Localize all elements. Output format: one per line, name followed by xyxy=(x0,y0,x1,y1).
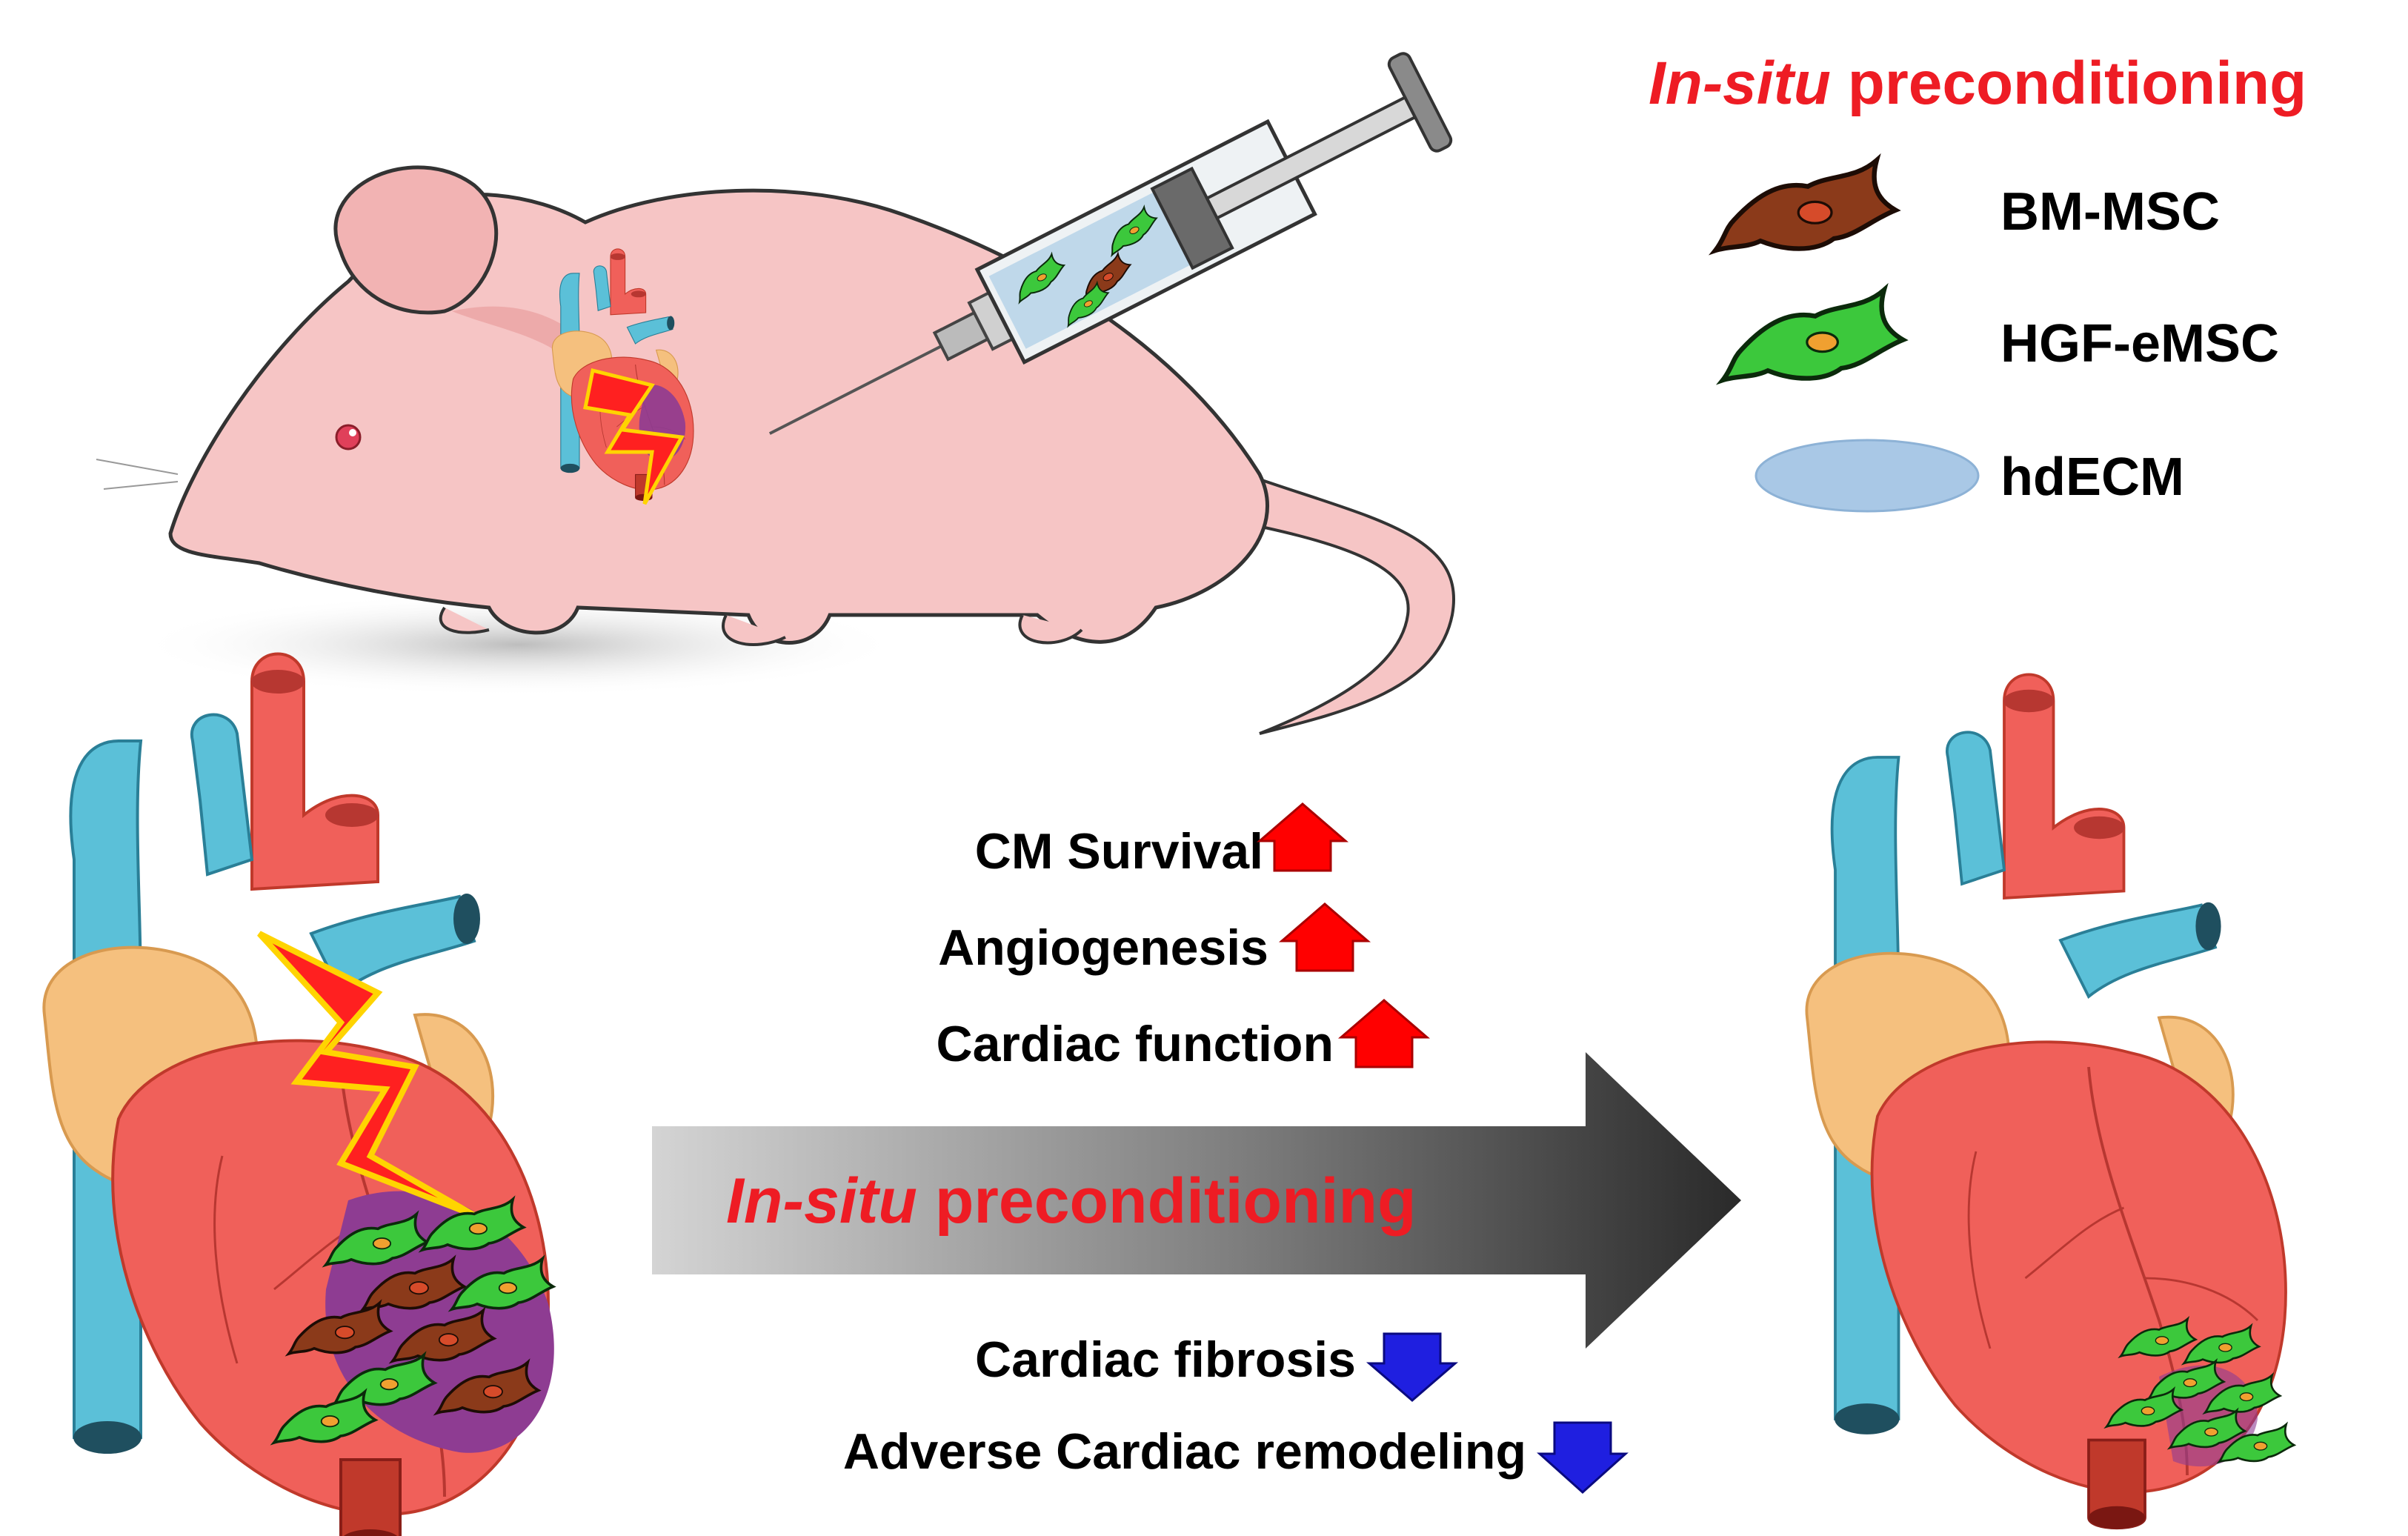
syringe-illustration xyxy=(768,52,1453,435)
hdecm-ellipse-icon xyxy=(1755,439,1980,513)
up-arrow-icon xyxy=(1337,999,1431,1068)
up-arrow-icon xyxy=(1278,902,1371,972)
legend-label-hgf-emsc: HGF-eMSC xyxy=(2000,314,2279,373)
legend-label-bm-msc: BM-MSC xyxy=(2000,182,2220,242)
bm-msc-cell-icon xyxy=(1715,160,1895,250)
effect-angiogenesis: Angiogenesis xyxy=(938,920,1268,976)
arrow-label: In-situ preconditioning xyxy=(726,1166,1417,1237)
mouse-tail xyxy=(1220,472,1455,735)
effect-cardiac-function: Cardiac function xyxy=(937,1016,1334,1072)
down-arrow-icon xyxy=(1537,1421,1629,1495)
title-italic: In-situ xyxy=(1649,50,1831,117)
arrow-label-rest: preconditioning xyxy=(917,1166,1417,1237)
effect-cardiac-fibrosis: Cardiac fibrosis xyxy=(975,1331,1356,1388)
effects-down-list: Cardiac fibrosis Adverse Cardiac remodel… xyxy=(843,1331,1629,1495)
mouse-eye xyxy=(335,424,362,451)
legend: BM-MSC HGF-eMSC hdECM xyxy=(1715,160,2279,513)
legend-label-hdecm: hdECM xyxy=(2000,448,2184,507)
arrow-label-italic: In-situ xyxy=(726,1166,917,1237)
mouse-illustration xyxy=(96,165,1455,735)
down-arrow-icon xyxy=(1366,1332,1459,1402)
hgf-emsc-cell-icon xyxy=(1723,290,1903,380)
process-arrow: In-situ preconditioning xyxy=(652,1052,1741,1349)
mouse-shadow xyxy=(133,593,904,696)
figure-title: In-situ preconditioning xyxy=(1649,50,2306,117)
up-arrow-icon xyxy=(1256,802,1349,872)
effect-cm-survival: CM Survival xyxy=(975,823,1263,880)
effect-adverse-cardiac-remodeling: Adverse Cardiac remodeling xyxy=(843,1423,1526,1480)
title-rest: preconditioning xyxy=(1831,50,2306,117)
mouse-lightning-icon xyxy=(583,368,685,505)
right-heart-recovered xyxy=(1805,673,2295,1531)
effects-up-list: CM Survival Angiogenesis Cardiac functio… xyxy=(937,802,1431,1072)
mouse-ear xyxy=(333,165,499,315)
left-heart-infarcted xyxy=(42,652,555,1536)
